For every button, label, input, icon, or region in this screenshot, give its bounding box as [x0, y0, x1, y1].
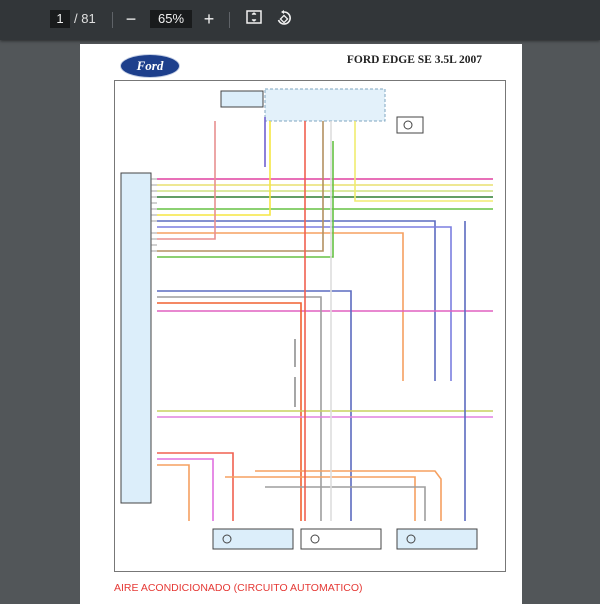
eatc-module — [120, 172, 152, 504]
module-pin-ticks — [151, 178, 157, 252]
sunload-sensor — [220, 90, 264, 108]
divider — [112, 12, 113, 28]
recirc-actuator — [396, 116, 424, 134]
zoom-out-button[interactable]: − — [125, 9, 137, 29]
mode-door-actuator — [396, 528, 478, 550]
ford-logo: Ford — [120, 54, 180, 78]
page-footer-title: AIRE ACONDICIONADO (CIRCUITO AUTOMATICO) — [114, 582, 363, 594]
wiring-diagram-svg — [120, 88, 493, 550]
zoom-level-input[interactable]: 65% — [150, 10, 192, 28]
pdf-toolbar: 1 / 81 − 65% + — [0, 0, 600, 40]
wiring-diagram — [114, 80, 506, 572]
document-title: FORD EDGE SE 3.5L 2007 — [346, 54, 482, 66]
pdf-page: Ford FORD EDGE SE 3.5L 2007 — [80, 44, 522, 604]
driver-blend-actuator — [300, 528, 382, 550]
wires — [157, 117, 493, 521]
page-total: / 81 — [74, 11, 96, 26]
fuse-box — [264, 88, 386, 122]
page-number-input[interactable]: 1 — [50, 10, 70, 28]
fit-page-icon[interactable] — [245, 10, 263, 28]
zoom-in-button[interactable]: + — [203, 9, 215, 29]
divider — [229, 12, 230, 28]
passenger-blend-actuator — [212, 528, 294, 550]
rotate-icon[interactable] — [275, 10, 293, 28]
